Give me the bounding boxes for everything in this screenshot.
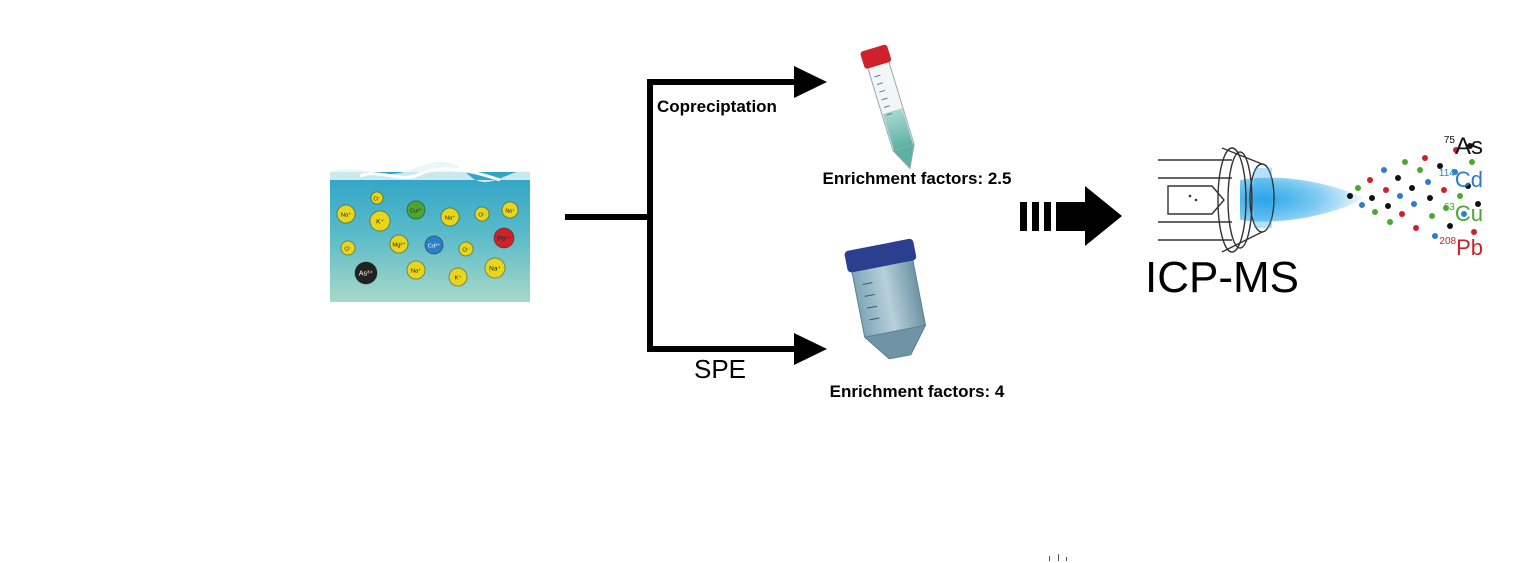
top-branch-arrowhead xyxy=(794,66,827,98)
ion-label: Na⁺ xyxy=(411,268,422,275)
ion-particle xyxy=(1429,213,1435,219)
ion-particle xyxy=(1399,211,1405,217)
ion-particle xyxy=(1465,183,1471,189)
ion-particle xyxy=(1453,147,1459,153)
ion-particle xyxy=(1387,219,1393,225)
ion-bead: Cl⁻ xyxy=(474,206,490,222)
ion-particle xyxy=(1355,185,1361,191)
isotope-label-cu: 63Cu xyxy=(1444,201,1483,226)
isotope-legend: 75As 114Cd 63Cu 208Pb xyxy=(1439,133,1483,260)
ion-particle xyxy=(1413,225,1419,231)
ion-particle xyxy=(1441,187,1447,193)
red-cap xyxy=(860,44,892,69)
ion-bead: K⁺ xyxy=(448,267,468,287)
ion-bead: K⁺ xyxy=(369,210,391,232)
ion-spray xyxy=(1347,143,1481,239)
ion-label: Cl⁻ xyxy=(462,248,470,254)
ion-label: Cd²⁺ xyxy=(428,243,441,250)
ion-bead: Cl⁻ xyxy=(458,241,474,257)
ion-particle xyxy=(1381,167,1387,173)
spe-label: SPE xyxy=(694,354,746,384)
ion-bead: Na⁺ xyxy=(501,201,519,219)
ion-layer: Na⁺ Cl⁻ K⁺ Cu²⁺ Na⁺ Cl⁻ Na⁺ Cl⁻ Mg²⁺ Cd²⁺ Cl⁻ Pb²⁺ A… xyxy=(336,191,519,287)
ion-particle xyxy=(1402,159,1408,165)
ion-particle xyxy=(1427,195,1433,201)
coprecipitation-label: Copreciptation xyxy=(657,97,777,116)
ion-bead: Na⁺ xyxy=(336,204,356,224)
ion-label: K⁺ xyxy=(455,275,462,282)
ion-bead: Pb²⁺ xyxy=(493,227,515,249)
ion-particle xyxy=(1385,203,1391,209)
enrichment-factor-top: Enrichment factors: 2.5 xyxy=(823,169,1012,188)
centrifuge-tube-small xyxy=(860,44,915,170)
blue-cap xyxy=(844,238,917,273)
ion-particle xyxy=(1432,233,1438,239)
transfer-arrow xyxy=(1020,186,1122,246)
ion-label: As³⁺ xyxy=(359,270,374,278)
wave-crest xyxy=(359,167,501,182)
icp-torch-illustration xyxy=(1158,147,1362,253)
ion-particle xyxy=(1475,201,1481,207)
ion-particle xyxy=(1452,169,1458,175)
ion-label: K⁺ xyxy=(376,219,384,226)
isotope-label-cd: 114Cd xyxy=(1439,167,1483,192)
ion-label: Na⁺ xyxy=(341,212,352,219)
ion-bead: Cl⁻ xyxy=(370,191,384,205)
ion-particle xyxy=(1417,167,1423,173)
isotope-label-pb: 208Pb xyxy=(1439,235,1483,260)
ion-particle xyxy=(1409,185,1415,191)
ion-particle xyxy=(1471,229,1477,235)
ion-particle xyxy=(1467,143,1473,149)
ion-particle xyxy=(1425,179,1431,185)
ion-particle xyxy=(1367,177,1373,183)
ion-bead: Mg²⁺ xyxy=(389,234,409,254)
ion-particle xyxy=(1443,205,1449,211)
water-sample-illustration: Na⁺ Cl⁻ K⁺ Cu²⁺ Na⁺ Cl⁻ Na⁺ Cl⁻ Mg²⁺ Cd²⁺ Cl⁻ Pb²⁺ A… xyxy=(330,161,530,302)
branch-connector xyxy=(565,79,803,352)
plasma-plume xyxy=(1240,177,1362,222)
ion-label: Na⁺ xyxy=(505,209,515,215)
ion-particle xyxy=(1395,175,1401,181)
ion-label: Mg²⁺ xyxy=(392,242,405,249)
ion-particle xyxy=(1383,187,1389,193)
ion-particle xyxy=(1422,155,1428,161)
centrifuge-tube-large xyxy=(844,238,927,360)
ion-particle xyxy=(1372,209,1378,215)
ion-particle xyxy=(1447,223,1453,229)
ion-particle xyxy=(1457,193,1463,199)
ion-label: Cl⁻ xyxy=(478,213,486,219)
ion-particle xyxy=(1461,211,1467,217)
ion-label: Cl⁻ xyxy=(373,197,381,203)
ion-particle xyxy=(1437,163,1443,169)
ion-bead: Na⁺ xyxy=(484,257,506,279)
ion-bead: Na⁺ xyxy=(440,207,460,227)
ion-particle xyxy=(1397,193,1403,199)
isotope-label-as: 75As xyxy=(1444,133,1483,160)
icp-ms-label: ICP-MS xyxy=(1145,253,1299,302)
enrichment-factor-bottom: Enrichment factors: 4 xyxy=(830,382,1005,401)
stray-marks xyxy=(1049,554,1067,561)
ion-particle xyxy=(1469,159,1475,165)
ion-bead: As³⁺ xyxy=(354,261,378,285)
ion-particle xyxy=(1347,193,1353,199)
ion-bead: Cl⁻ xyxy=(340,240,356,256)
ion-particle xyxy=(1369,195,1375,201)
ion-label: Pb²⁺ xyxy=(497,236,511,243)
ion-bead: Cu²⁺ xyxy=(406,200,426,220)
ion-label: Cl⁻ xyxy=(344,247,352,253)
ion-particle xyxy=(1359,202,1365,208)
ion-particle xyxy=(1411,201,1417,207)
ion-bead: Cd²⁺ xyxy=(424,235,444,255)
ion-label: Na⁺ xyxy=(445,215,456,222)
ion-label: Na⁺ xyxy=(489,266,501,273)
bottom-branch-arrowhead xyxy=(794,333,827,365)
ion-label: Cu²⁺ xyxy=(410,208,423,215)
ion-bead: Na⁺ xyxy=(406,260,426,280)
